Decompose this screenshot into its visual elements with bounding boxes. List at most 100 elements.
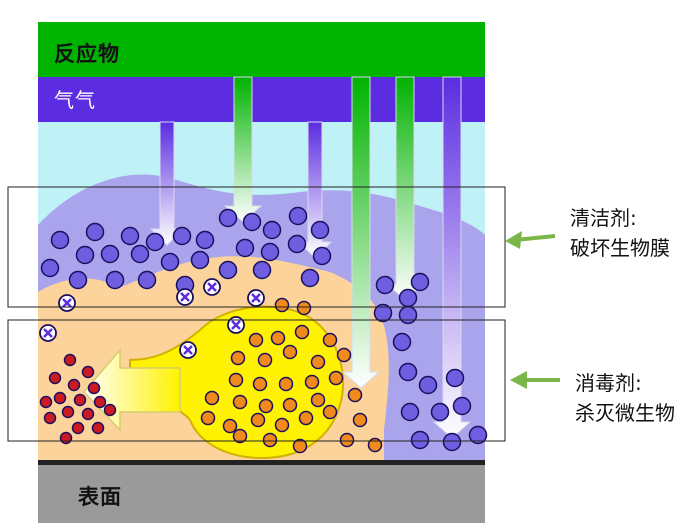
orange-particle bbox=[262, 432, 278, 448]
gas-particle bbox=[398, 362, 418, 382]
red-particle bbox=[61, 405, 75, 419]
red-particle bbox=[63, 353, 77, 367]
gas-label: 气气 bbox=[54, 88, 96, 112]
surface-line bbox=[38, 460, 485, 465]
gas-particle bbox=[218, 260, 238, 280]
gas-particle bbox=[452, 396, 472, 416]
red-particle bbox=[39, 395, 53, 409]
orange-particle bbox=[222, 418, 238, 434]
orange-particle bbox=[296, 300, 312, 316]
orange-particle bbox=[258, 398, 274, 414]
gas-particle bbox=[445, 368, 465, 388]
gas-particle bbox=[145, 232, 165, 252]
orange-particle bbox=[298, 410, 314, 426]
orange-particle bbox=[282, 397, 298, 413]
reactant-band bbox=[38, 22, 485, 77]
gas-particle bbox=[105, 270, 125, 290]
gas-particle bbox=[50, 230, 70, 250]
orange-particle bbox=[328, 370, 344, 386]
disinfectant-title: 消毒剂: bbox=[575, 371, 642, 395]
gas-particle bbox=[262, 220, 282, 240]
cleaner-title: 清洁剂: bbox=[570, 206, 637, 230]
orange-particle bbox=[250, 412, 266, 428]
orange-particle bbox=[252, 376, 268, 392]
red-particle bbox=[87, 381, 101, 395]
gas-particle bbox=[260, 242, 280, 262]
x-circle-icon bbox=[176, 288, 194, 306]
disinfectant-zone-box bbox=[7, 319, 506, 442]
diffusion-arrows bbox=[149, 76, 472, 439]
orange-particle bbox=[367, 437, 383, 453]
red-particle bbox=[43, 411, 57, 425]
orange-particle bbox=[232, 428, 248, 444]
reactant-label: 反应物 bbox=[54, 42, 120, 66]
orange-particle bbox=[274, 417, 290, 433]
gas-particle bbox=[400, 402, 420, 422]
gas-particle bbox=[68, 270, 88, 290]
cleaner-label: 清洁剂: 破坏生物膜 bbox=[570, 203, 670, 263]
red-particle bbox=[59, 431, 73, 445]
gas-particle bbox=[375, 275, 395, 295]
gas-particle bbox=[442, 432, 462, 452]
gas-particle bbox=[160, 252, 180, 272]
x-circle-icon bbox=[247, 289, 265, 307]
x-circle-icon bbox=[58, 294, 76, 312]
gas-particle bbox=[310, 220, 330, 240]
orange-particle bbox=[232, 394, 248, 410]
orange-particle bbox=[336, 347, 352, 363]
orange-particle bbox=[322, 404, 338, 420]
gas-particle bbox=[252, 260, 272, 280]
x-circle-icon bbox=[39, 324, 57, 342]
orange-particle bbox=[310, 354, 326, 370]
gas-particle bbox=[190, 250, 210, 270]
orange-particle bbox=[257, 352, 273, 368]
gas-particle bbox=[392, 332, 412, 352]
gas-particle bbox=[242, 212, 262, 232]
orange-particle bbox=[304, 374, 320, 390]
orange-particle bbox=[200, 410, 216, 426]
gas-particle bbox=[410, 430, 430, 450]
gas-particle bbox=[418, 375, 438, 395]
orange-particle bbox=[204, 390, 220, 406]
red-particle bbox=[81, 407, 95, 421]
red-particle bbox=[48, 371, 62, 385]
red-particle bbox=[91, 421, 105, 435]
gas-particle bbox=[172, 226, 192, 246]
particles bbox=[39, 206, 488, 454]
gas-band bbox=[38, 77, 485, 122]
gas-particle bbox=[130, 244, 150, 264]
gas-particle bbox=[120, 226, 140, 246]
surface-layer bbox=[38, 465, 485, 523]
disinfectant-label: 消毒剂: 杀灭微生物 bbox=[575, 368, 675, 428]
gas-particle bbox=[75, 245, 95, 265]
orange-particle bbox=[292, 438, 308, 454]
orange-particle bbox=[352, 412, 368, 428]
disinfectant-desc: 杀灭微生物 bbox=[575, 401, 675, 425]
red-particle bbox=[71, 421, 85, 435]
down-arrow bbox=[341, 76, 381, 389]
green-arrow-left-icon bbox=[505, 231, 556, 249]
gas-particle bbox=[468, 425, 488, 445]
red-particle bbox=[93, 395, 107, 409]
gas-particle bbox=[40, 258, 60, 278]
gas-particle bbox=[85, 222, 105, 242]
red-particle bbox=[67, 378, 81, 392]
gas-particle bbox=[312, 246, 332, 266]
surface-label: 表面 bbox=[78, 485, 122, 509]
gas-particle bbox=[195, 230, 215, 250]
red-particle bbox=[81, 365, 95, 379]
orange-particle bbox=[322, 332, 338, 348]
orange-particle bbox=[282, 344, 298, 360]
red-particle bbox=[53, 391, 67, 405]
gas-particle bbox=[300, 268, 320, 288]
x-circle-icon bbox=[179, 341, 197, 359]
orange-particle bbox=[347, 387, 363, 403]
down-arrow bbox=[432, 76, 472, 439]
gas-particle bbox=[100, 244, 120, 264]
red-particle bbox=[103, 403, 117, 417]
cleaner-zone-box bbox=[7, 186, 506, 308]
orange-particle bbox=[230, 350, 246, 366]
gas-particle bbox=[398, 305, 418, 325]
orange-particle bbox=[274, 297, 290, 313]
